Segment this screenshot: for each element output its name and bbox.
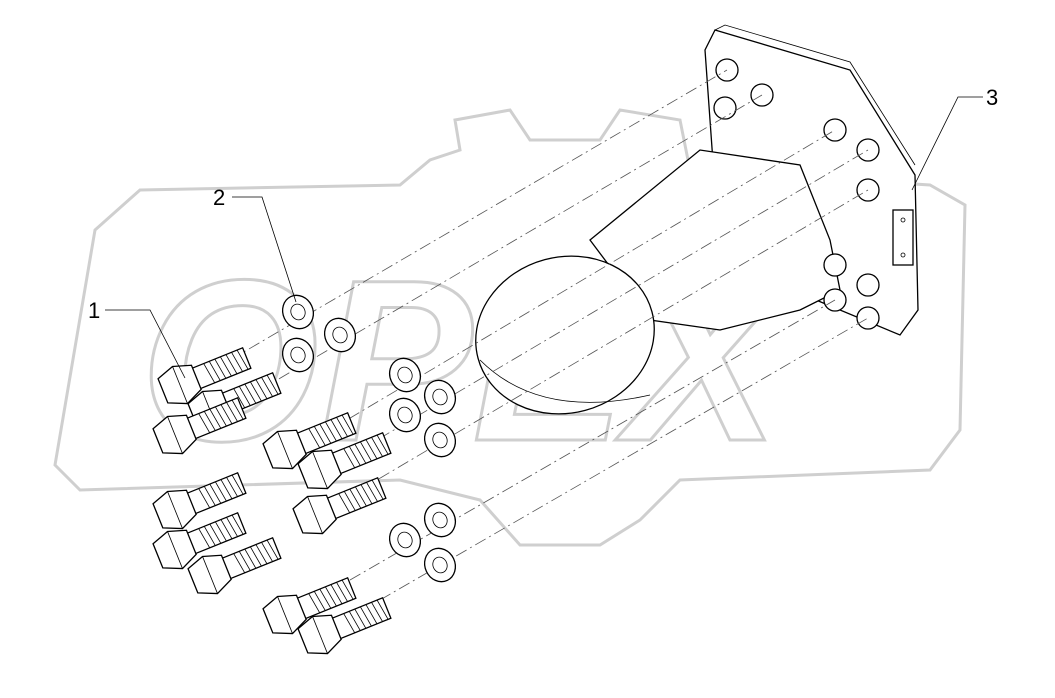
hitch-bracket xyxy=(475,24,919,415)
washer xyxy=(423,547,457,583)
washer xyxy=(281,294,315,330)
callout-3: 3 xyxy=(911,85,998,191)
bolt xyxy=(157,346,252,405)
washer xyxy=(388,397,422,433)
bolt xyxy=(187,536,282,595)
bolt xyxy=(292,476,387,535)
callout-2: 2 xyxy=(213,185,297,303)
washers xyxy=(281,294,457,583)
washer xyxy=(323,317,357,353)
bolt xyxy=(152,511,247,570)
callout-number: 1 xyxy=(88,298,100,323)
washer xyxy=(388,522,422,558)
bolt xyxy=(152,396,247,455)
bolt-holes xyxy=(713,58,880,330)
bolt xyxy=(297,431,392,490)
washer xyxy=(423,422,457,458)
washer xyxy=(281,337,315,373)
callout-1: 1 xyxy=(88,298,186,379)
bolts xyxy=(152,346,392,655)
bolt xyxy=(262,576,357,635)
washer xyxy=(388,357,422,393)
watermark-gear xyxy=(53,108,967,547)
callout-number: 2 xyxy=(213,185,225,210)
callout-number: 3 xyxy=(986,85,998,110)
bolt xyxy=(262,411,357,470)
washer xyxy=(423,502,457,538)
bolt xyxy=(297,596,392,655)
bolt xyxy=(152,471,247,530)
washer xyxy=(423,379,457,415)
